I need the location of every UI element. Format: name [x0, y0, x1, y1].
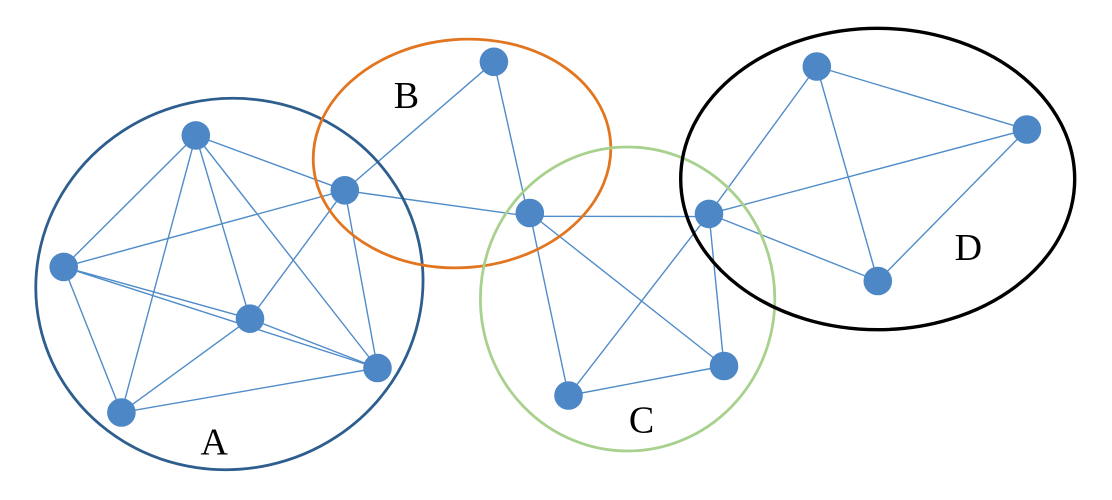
- svg-text:C: C: [629, 400, 654, 442]
- svg-text:D: D: [955, 227, 982, 269]
- svg-text:B: B: [394, 75, 419, 117]
- svg-text:A: A: [200, 422, 228, 464]
